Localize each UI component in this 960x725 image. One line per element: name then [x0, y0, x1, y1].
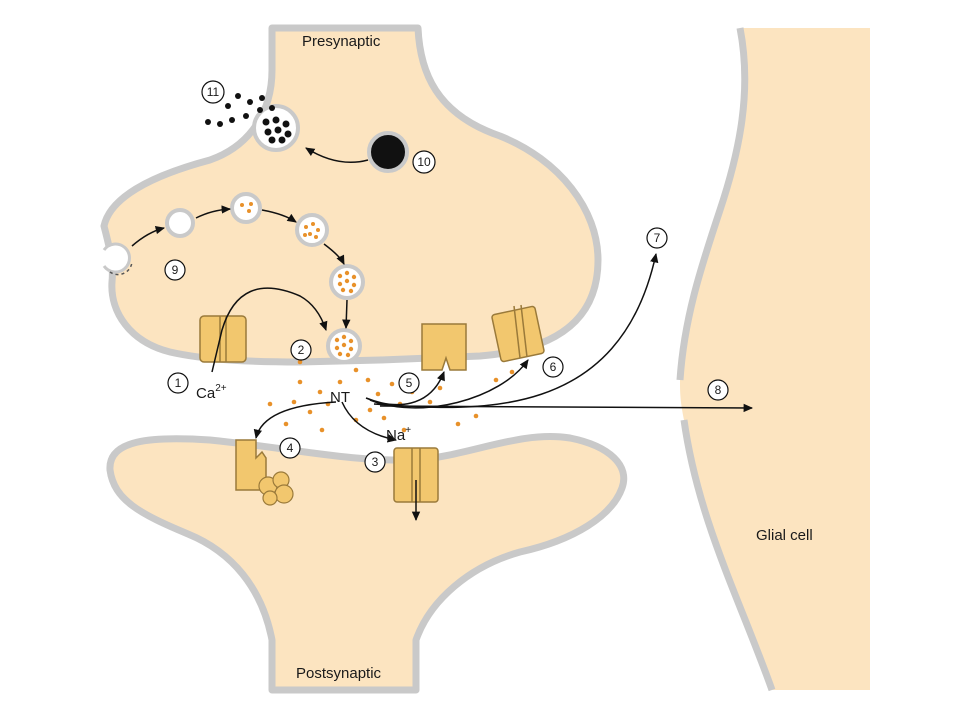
step-1: 1: [175, 376, 182, 390]
glial-cell-label: Glial cell: [756, 527, 813, 544]
presynaptic-label: Presynaptic: [302, 33, 381, 50]
step-6: 6: [550, 360, 557, 374]
filling-vesicle-1: [230, 192, 262, 224]
degrading-enzyme: [235, 439, 294, 506]
calcium-channel: [199, 315, 247, 363]
sodium-label: Na+: [386, 425, 411, 444]
autoreceptor: [491, 304, 545, 363]
postsynaptic-dendrite: [106, 433, 628, 694]
step-3: 3: [372, 455, 379, 469]
metabolite-granule: [367, 131, 409, 173]
step-5: 5: [406, 376, 413, 390]
postsynaptic-label: Postsynaptic: [296, 665, 382, 682]
glial-membrane: [676, 27, 749, 381]
glial-cell: [680, 28, 870, 690]
step-9: 9: [172, 263, 179, 277]
step-2: 2: [298, 343, 305, 357]
postsynaptic-receptor: [393, 447, 439, 503]
calcium-label: Ca2+: [196, 383, 227, 402]
released-metabolites: [205, 93, 292, 144]
empty-vesicle: [165, 208, 195, 238]
step-11: 11: [207, 85, 220, 99]
step-8: 8: [715, 383, 722, 397]
endocytosis-pit: [102, 242, 131, 274]
step-10: 10: [417, 155, 431, 169]
reuptake-transporter: [421, 323, 467, 371]
step-7: 7: [654, 231, 661, 245]
filling-vesicle-2: [295, 213, 329, 247]
glial-membrane-lower: [680, 419, 776, 692]
step-4: 4: [287, 441, 294, 455]
nt-label: NT: [330, 389, 350, 406]
